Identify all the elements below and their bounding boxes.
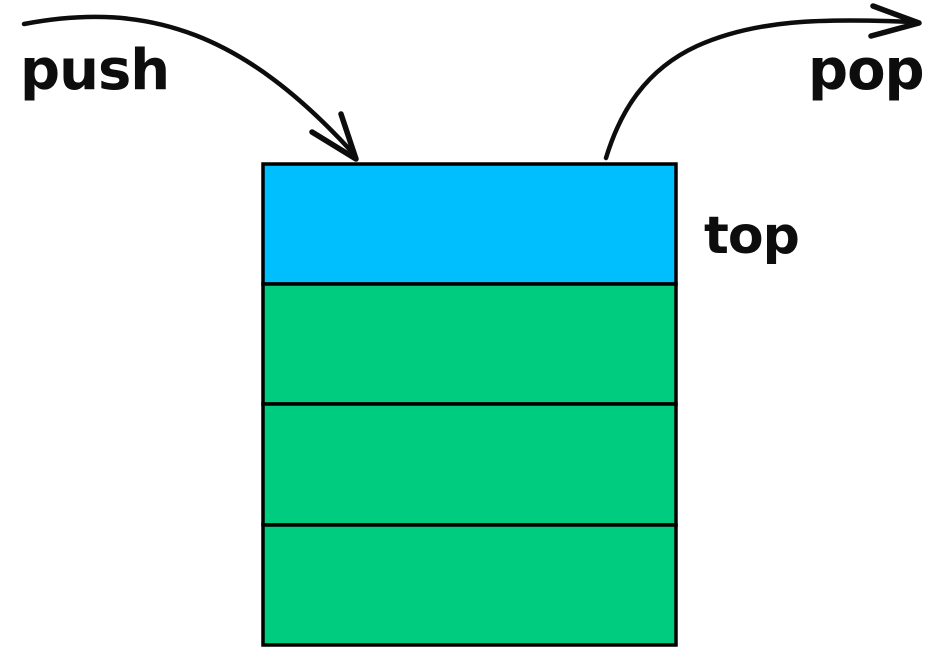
push-arrow xyxy=(21,14,359,162)
stack-item xyxy=(261,523,678,647)
stack-item xyxy=(261,282,678,406)
stack xyxy=(261,162,678,647)
push-arrow-curve xyxy=(21,14,355,155)
top-label: top xyxy=(704,206,799,266)
push-arrow-head xyxy=(309,111,359,162)
stack-top-item xyxy=(261,162,678,286)
stack-item xyxy=(261,402,678,527)
pop-arrow-head xyxy=(868,3,922,39)
push-label: push xyxy=(20,38,169,103)
pop-arrow-curve xyxy=(603,18,915,161)
pop-arrow xyxy=(603,3,922,161)
pop-label: pop xyxy=(808,38,924,103)
